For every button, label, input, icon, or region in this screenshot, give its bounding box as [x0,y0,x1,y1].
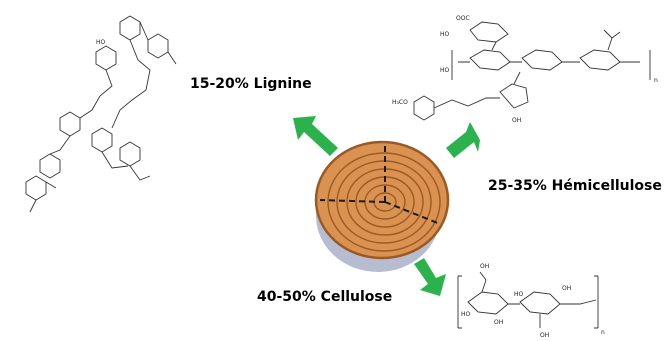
cell-n-text: n [601,329,605,336]
hemi-n-text: n [654,77,658,84]
hemi-cooc-text: OOC [456,15,470,22]
cell-oh-text-2: OH [562,285,571,292]
cellulose-structure: OH OH HO HO OH OH n [457,263,605,339]
crack-lines [319,144,441,225]
arrow-to-lignin [293,116,338,156]
arrow-to-cellulose [414,258,446,296]
cell-ho-text-2: HO [514,291,524,298]
arrow-to-hemicellulose [446,122,480,158]
cellulose-percentage-label: 40-50% Cellulose [257,289,393,305]
cell-ho-text-1: HO [461,311,471,318]
cell-oh-text-3: OH [494,319,503,326]
wood-cross-section [314,140,450,272]
cell-oh-text-1: OH [480,263,489,270]
hemicellulose-percentage-label: 25-35% Hémicellulose [488,178,662,194]
hemi-ho-text-2: HO [440,67,450,74]
hemicellulose-structure: OOC HO HO OH H₃CO n [392,15,658,124]
hemi-ho-text-1: HO [440,31,450,38]
lignin-percentage-label: 15-20% Lignine [190,76,312,92]
log-face [314,140,450,260]
lignin-ho-text: HO [96,39,106,46]
lignin-structure: HO [25,15,177,213]
hemi-h3co-text: H₃CO [392,99,408,106]
cell-oh-text-4: OH [540,332,549,339]
hemi-oh-text: OH [512,117,521,124]
